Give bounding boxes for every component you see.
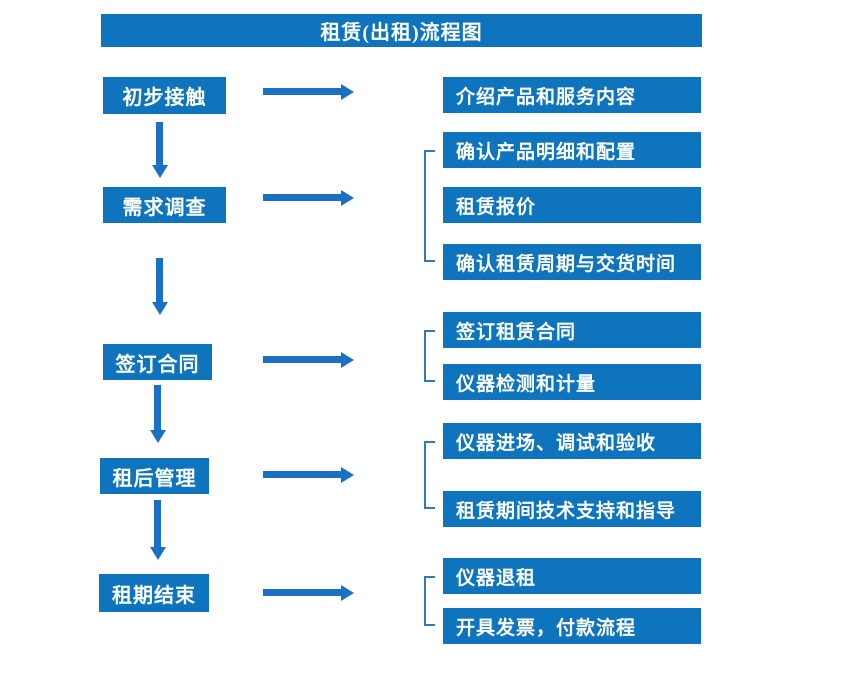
arrow-down-icon	[152, 122, 168, 178]
detail-box: 租赁报价	[443, 187, 701, 223]
detail-box: 租赁期间技术支持和指导	[443, 491, 701, 527]
arrow-shaft	[156, 258, 163, 304]
detail-box: 仪器退租	[443, 558, 701, 594]
arrow-right-icon	[263, 585, 354, 601]
step-box-sign-contract: 签订合同	[103, 344, 212, 380]
arrow-shaft	[154, 500, 161, 549]
arrow-right-icon	[263, 190, 354, 206]
group-bracket	[424, 576, 435, 626]
group-bracket	[424, 150, 435, 262]
arrow-shaft	[263, 589, 343, 596]
flowchart-title: 租赁(出租)流程图	[320, 22, 483, 44]
arrow-shaft	[263, 194, 343, 201]
detail-box: 仪器检测和计量	[443, 364, 701, 400]
detail-box: 开具发票，付款流程	[443, 608, 701, 644]
arrow-shaft	[154, 385, 161, 432]
step-box-demand-survey: 需求调查	[103, 187, 226, 223]
detail-box: 确认产品明细和配置	[443, 132, 701, 168]
arrow-right-icon	[263, 352, 354, 368]
detail-box: 仪器进场、调试和验收	[443, 423, 701, 459]
arrow-shaft	[156, 122, 163, 167]
step-box-post-rental-management: 租后管理	[100, 458, 209, 494]
arrow-down-icon	[150, 385, 166, 443]
group-bracket	[424, 441, 435, 509]
arrow-right-icon	[263, 84, 354, 100]
arrow-shaft	[263, 88, 343, 95]
step-box-initial-contact: 初步接触	[103, 77, 226, 114]
arrow-down-icon	[150, 500, 166, 560]
arrow-shaft	[263, 471, 343, 478]
step-box-rental-end: 租期结束	[99, 574, 209, 612]
flowchart-title-bar: 租赁(出租)流程图	[101, 14, 702, 47]
detail-box: 介绍产品和服务内容	[443, 77, 701, 113]
detail-box: 签订租赁合同	[443, 312, 701, 348]
group-bracket	[424, 330, 435, 382]
arrow-shaft	[263, 356, 343, 363]
detail-box: 确认租赁周期与交货时间	[443, 244, 701, 280]
arrow-down-icon	[152, 258, 168, 315]
arrow-right-icon	[263, 467, 354, 483]
